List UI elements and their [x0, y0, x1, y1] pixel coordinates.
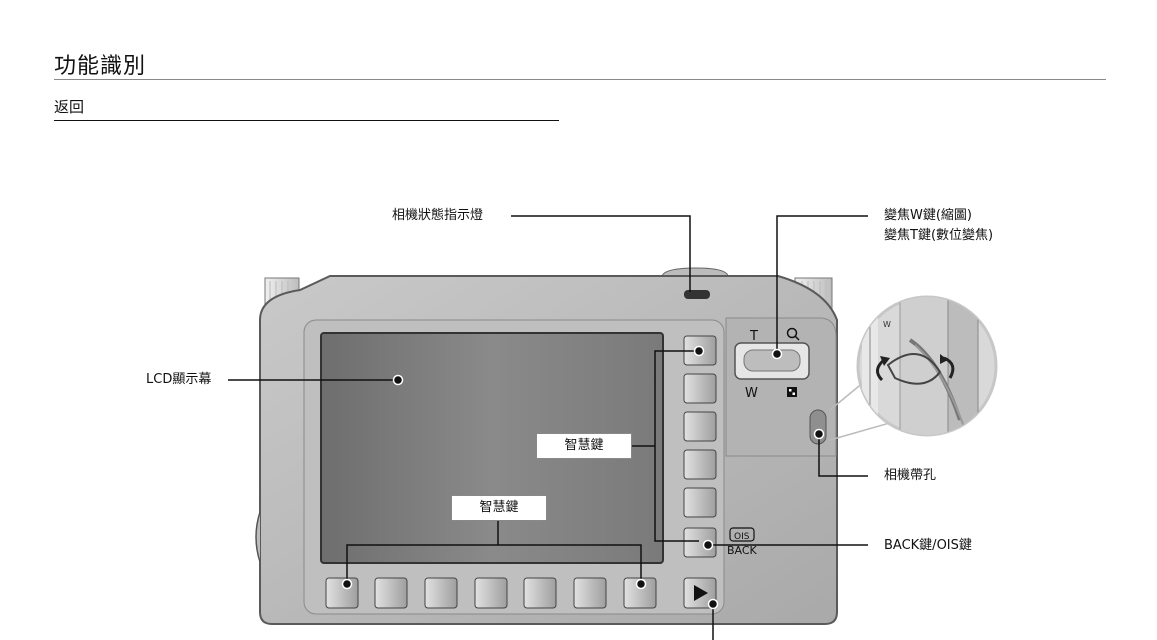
label-zoom-t: 變焦T鍵(數位變焦)	[884, 228, 994, 243]
smart-key-bottom-6[interactable]	[573, 577, 607, 609]
back-divider	[54, 120, 559, 121]
label-status-lamp: 相機狀態指示燈	[392, 208, 484, 223]
leader-lines	[228, 215, 868, 640]
smart-key-right-3[interactable]	[683, 411, 717, 442]
back-text: BACK	[727, 544, 758, 557]
label-strap-eyelet: 相機帶孔	[884, 468, 937, 483]
label-lcd: LCD顯示幕	[146, 372, 212, 387]
label-smart-key-bottom: 智慧鍵	[451, 495, 547, 521]
page-title: 功能識別	[54, 54, 147, 79]
inset-w-mark: W	[883, 320, 891, 329]
right-smart-keys	[683, 335, 717, 558]
smart-key-bottom-3[interactable]	[424, 577, 458, 609]
ois-icon: OIS	[729, 527, 755, 542]
smart-key-right-2[interactable]	[683, 373, 717, 404]
zoom-w-mark: W	[745, 386, 758, 401]
thumbnail-grid-icon	[787, 387, 797, 397]
ois-text: OIS	[734, 532, 750, 542]
zoom-rocker	[743, 349, 801, 372]
magnifier-icon	[786, 327, 800, 341]
label-smart-key-right: 智慧鍵	[536, 433, 632, 459]
zoom-t-mark: T	[749, 329, 758, 344]
lcd-screen	[320, 332, 664, 564]
label-zoom-w: 變焦W鍵(縮圖)	[884, 208, 972, 223]
leader-dots	[341, 345, 825, 610]
smart-key-bottom-5[interactable]	[523, 577, 557, 609]
strap-inset: W	[856, 295, 998, 437]
back-link[interactable]: 返回	[54, 98, 85, 116]
smart-key-bottom-4[interactable]	[474, 577, 508, 609]
side-bulge	[255, 511, 261, 563]
smart-key-right-5[interactable]	[683, 487, 717, 518]
play-icon	[694, 585, 708, 601]
shutter-bump	[661, 267, 729, 277]
label-back-ois: BACK鍵/OIS鍵	[884, 538, 972, 553]
smart-key-right-4[interactable]	[683, 449, 717, 480]
smart-key-bottom-7[interactable]	[623, 577, 657, 609]
status-lamp	[684, 290, 710, 299]
bottom-smart-keys	[325, 577, 657, 609]
smart-key-bottom-2[interactable]	[374, 577, 408, 609]
title-divider	[54, 79, 1106, 80]
